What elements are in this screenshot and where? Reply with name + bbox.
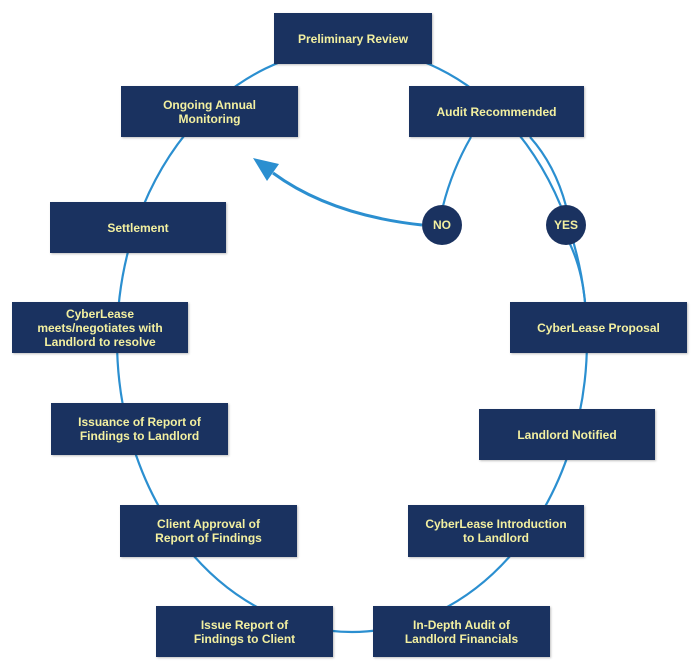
issuance-report-box: Issuance of Report of Findings to Landlo… [51,403,228,455]
client-approval-box: Client Approval of Report of Findings [120,505,297,557]
cyberlease-negotiates-box: CyberLease meets/negotiates with Landlor… [12,302,188,353]
no-arrowhead [253,158,279,181]
cyberlease-proposal-box: CyberLease Proposal [510,302,687,353]
indepth-audit-box: In-Depth Audit of Landlord Financials [373,606,550,657]
audit-recommended-box: Audit Recommended [409,86,584,137]
cyberlease-introduction-box: CyberLease Introduction to Landlord [408,505,584,557]
yes-decision-node: YES [546,205,586,245]
ongoing-annual-monitoring-box: Ongoing Annual Monitoring [121,86,298,137]
landlord-notified-box: Landlord Notified [479,409,655,460]
yes-branch-line [529,136,568,207]
no-decision-node: NO [422,205,462,245]
preliminary-review-box: Preliminary Review [274,13,432,64]
settlement-box: Settlement [50,202,226,253]
yes-continue-line [569,243,587,303]
issue-report-box: Issue Report of Findings to Client [156,606,333,657]
no-branch-line [441,136,472,207]
no-arrow-line [272,171,423,227]
